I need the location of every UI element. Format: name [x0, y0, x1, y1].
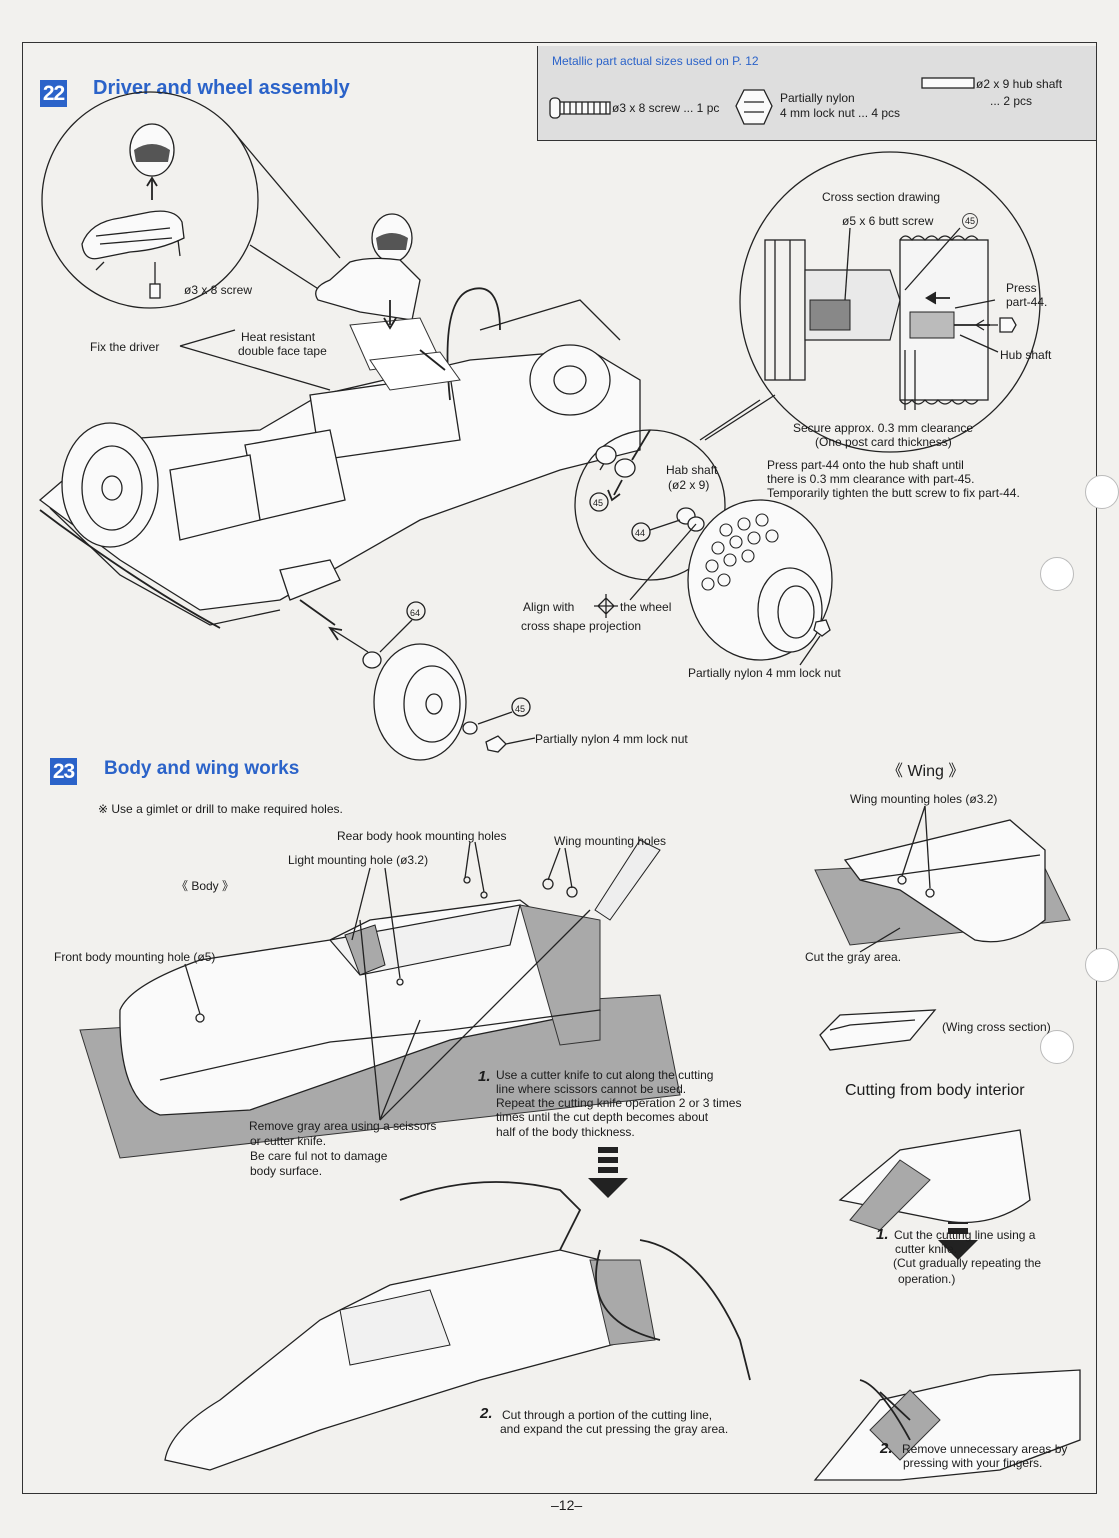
section-22-badge: 22 [40, 80, 67, 107]
body-wing-drawing [79, 805, 1081, 1481]
part-64-label: 64 [410, 608, 421, 618]
rear-hook-label: Rear body hook mounting holes [337, 829, 507, 843]
section-23-badge: 23 [50, 758, 77, 785]
remove-label-4: body surface. [250, 1164, 323, 1178]
body-step2-line2: and expand the cut pressing the gray are… [500, 1422, 729, 1436]
light-hole-label: Light mounting hole (ø3.2) [288, 853, 429, 867]
hub-note-1: Press part-44 onto the hub shaft until [767, 458, 964, 472]
metal-parts-drawings [549, 77, 975, 125]
part-45-front-label: 45 [515, 704, 526, 714]
clearance-label-1: Secure approx. 0.3 mm clearance [793, 421, 974, 435]
fix-driver-label: Fix the driver [90, 340, 160, 354]
interior-step1-line4: operation.) [898, 1272, 956, 1286]
page-frame [22, 42, 1097, 1494]
part-44-label: 44 [635, 528, 646, 538]
chassis-assembly-drawing [38, 91, 1041, 761]
binder-hole [1040, 557, 1074, 591]
align-label-1a: Align with [523, 600, 575, 614]
metal-parts-box: Metallic part actual sizes used on P. 12… [537, 46, 1096, 141]
page-number: –12– [551, 1497, 583, 1513]
body-step1-line1: Use a cutter knife to cut along the cutt… [496, 1068, 714, 1082]
body-step1-line2: line where scissors cannot be used. [496, 1082, 687, 1096]
body-step2-number: 2. [480, 1405, 493, 1422]
interior-step1-line1: Cut the cutting line using a [894, 1228, 1036, 1242]
align-label-1b: the wheel [620, 600, 672, 614]
body-step1-line4: times until the cut depth becomes about [496, 1110, 709, 1124]
press-label-2: part-44. [1006, 295, 1048, 309]
hub-note-2: there is 0.3 mm clearance with part-45. [767, 472, 975, 486]
driver-screw-label: ø3 x 8 screw [184, 283, 253, 297]
binder-hole [1040, 1030, 1074, 1064]
hab-shaft-label-2: (ø2 x 9) [668, 478, 710, 492]
wing-label: 《 Wing 》 [887, 763, 965, 780]
interior-step1-line2: cutter knife. [895, 1242, 958, 1256]
nut-label-2: 4 mm lock nut ... 4 pcs [780, 106, 901, 120]
wing-cut-gray-label: Cut the gray area. [805, 950, 902, 964]
body-label: 《 Body 》 [176, 879, 235, 893]
remove-label-2: or cutter knife. [250, 1134, 327, 1148]
part-45-rear-label: 45 [593, 498, 604, 508]
binder-hole [1085, 475, 1119, 509]
rear-lock-nut-label: Partially nylon 4 mm lock nut [688, 666, 841, 680]
wing-holes-label: Wing mounting holes (ø3.2) [850, 792, 998, 806]
interior-step2-line2: pressing with your fingers. [903, 1456, 1043, 1470]
interior-step2-line1: Remove unnecessary areas by [902, 1442, 1068, 1456]
press-label-1: Press [1006, 281, 1037, 295]
hab-shaft-label-1: Hab shaft [666, 463, 718, 477]
shaft-label-1: ø2 x 9 hub shaft [976, 77, 1063, 91]
hub-note-3: Temporarily tighten the butt screw to fi… [767, 486, 1020, 500]
body-step2-line1: Cut through a portion of the cutting lin… [502, 1408, 713, 1422]
part-45-marker: 45 [962, 213, 978, 229]
hub-shaft-label: Hub shaft [1000, 348, 1052, 362]
remove-label-3: Be care ful not to damage [250, 1149, 388, 1163]
align-label-2: cross shape projection [521, 619, 642, 633]
remove-label-1: Remove gray area using a scissors [249, 1119, 437, 1133]
front-lock-nut-label: Partially nylon 4 mm lock nut [535, 732, 688, 746]
body-wing-holes-label: Wing mounting holes [554, 834, 667, 848]
tape-label-2: double face tape [238, 344, 327, 358]
nut-label-1: Partially nylon [780, 91, 855, 105]
section-23-note: ※ Use a gimlet or drill to make required… [98, 802, 343, 816]
front-hole-label: Front body mounting hole (ø5) [54, 950, 216, 964]
body-step1-number: 1. [478, 1068, 491, 1085]
wing-cross-section-label: (Wing cross section) [942, 1020, 1051, 1034]
body-step1-line5: half of the body thickness. [496, 1125, 635, 1139]
interior-step2-number: 2. [880, 1440, 893, 1457]
tape-label-1: Heat resistant [241, 330, 316, 344]
body-step1-line3: Repeat the cutting knife operation 2 or … [496, 1096, 742, 1110]
butt-screw-label: ø5 x 6 butt screw [842, 214, 934, 228]
clearance-label-2: (One post card thickness) [815, 435, 952, 449]
shaft-label-2: ... 2 pcs [990, 94, 1033, 108]
screw-label: ø3 x 8 screw ... 1 pc [612, 101, 720, 115]
metal-parts-heading: Metallic part actual sizes used on P. 12 [552, 54, 759, 68]
interior-title: Cutting from body interior [845, 1082, 1025, 1099]
section-23-title: Body and wing works [104, 758, 300, 779]
interior-step1-line3: (Cut gradually repeating the [893, 1256, 1042, 1270]
interior-step1-number: 1. [876, 1226, 889, 1243]
section-22-title: Driver and wheel assembly [93, 77, 350, 99]
cross-section-title: Cross section drawing [822, 190, 941, 204]
